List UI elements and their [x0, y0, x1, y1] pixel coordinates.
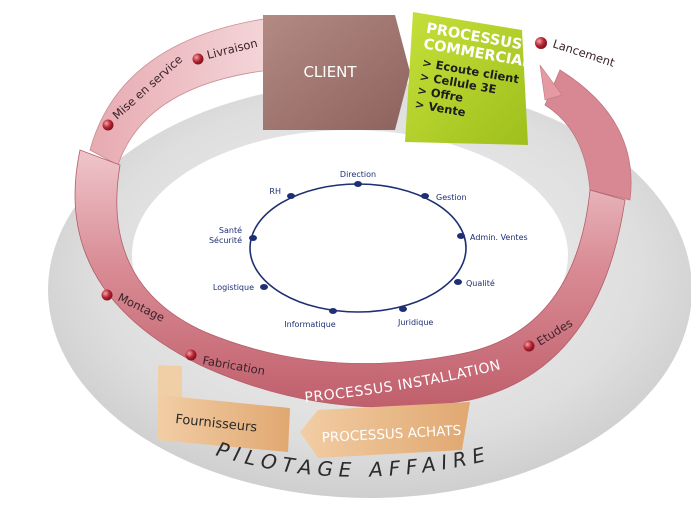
commercial-box — [405, 12, 528, 145]
dot-logistique — [260, 284, 268, 290]
process-ring — [74, 149, 626, 408]
achats-box — [300, 402, 470, 458]
dept-securite: Sécurité — [209, 235, 242, 245]
dot-sante-securite — [249, 235, 257, 241]
dept-gestion: Gestion — [436, 193, 467, 202]
dept-direction: Direction — [340, 170, 376, 179]
dot-juridique — [399, 306, 407, 312]
dot-direction — [354, 181, 362, 187]
achats-label: PROCESSUS ACHATS — [321, 423, 461, 446]
dept-informatique: Informatique — [284, 320, 335, 329]
fabrication-bullet — [185, 349, 197, 361]
dot-admin-ventes — [457, 233, 465, 239]
inner-core — [132, 130, 568, 380]
process-ring-back-right — [544, 69, 632, 201]
dept-juridique: Juridique — [397, 318, 433, 327]
department-dots — [249, 181, 465, 314]
dot-gestion — [421, 193, 429, 199]
dept-logistique: Logistique — [213, 283, 254, 292]
montage-bullet — [101, 289, 113, 301]
livraison-bullet — [192, 53, 204, 65]
lancement-label: Lancement — [551, 37, 617, 70]
fournisseurs-box-front — [158, 395, 290, 452]
dot-qualite — [454, 279, 462, 285]
dept-admin-ventes: Admin. Ventes — [470, 233, 528, 242]
client-label: CLIENT — [303, 63, 357, 81]
dept-qualite: Qualité — [466, 278, 495, 288]
etudes-bullet — [523, 340, 535, 352]
lancement-arrow — [539, 64, 563, 101]
mise-en-service-bullet — [102, 119, 114, 131]
dept-rh: RH — [269, 187, 281, 196]
lancement-bullet — [535, 37, 547, 49]
client-box — [263, 15, 410, 130]
dot-informatique — [329, 308, 337, 314]
dot-rh — [287, 193, 295, 199]
dept-sante: Santé — [219, 225, 242, 235]
